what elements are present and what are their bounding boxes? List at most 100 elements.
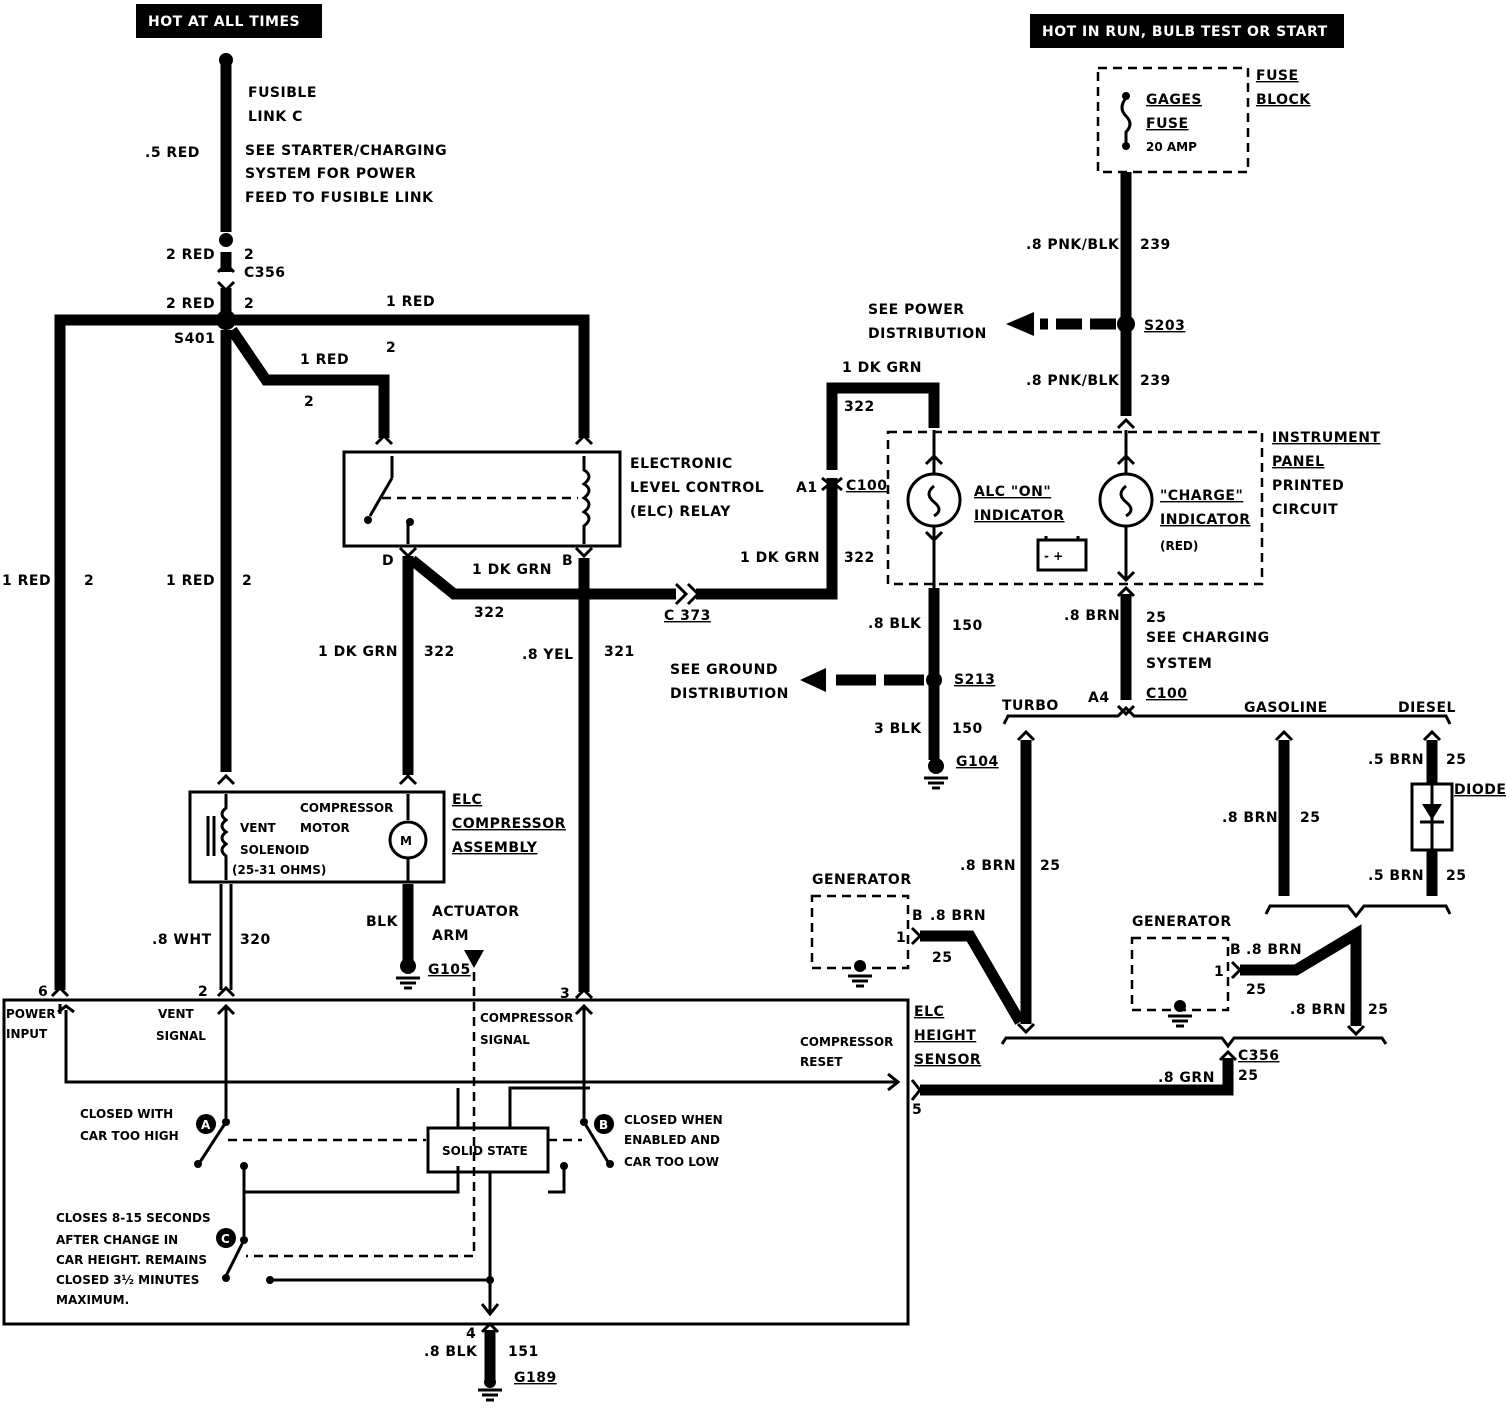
gages-label-1: GAGES — [1146, 92, 1202, 108]
hot-in-run-text: HOT IN RUN, BULB TEST OR START — [1042, 24, 1328, 40]
height-sensor-label-1: ELC — [914, 1004, 944, 1020]
switch-b-arm — [582, 1121, 610, 1163]
gages-label-2: FUSE — [1146, 116, 1189, 132]
g105-label: G105 — [428, 962, 471, 978]
compressor-assembly-label-1: ELC — [452, 792, 482, 808]
vent-label: VENT — [240, 821, 277, 835]
generator-2-ground-dot — [1174, 1000, 1186, 1012]
generator-1-box — [810, 894, 910, 970]
c100-label-a4: C100 — [1146, 686, 1188, 702]
wire-1-dk-grn-c373: 1 DK GRN — [740, 550, 820, 566]
closed-low-3: CAR TOO LOW — [624, 1155, 719, 1169]
see-charging-2: SYSTEM — [1146, 656, 1212, 672]
charge-label-1: "CHARGE" — [1160, 488, 1243, 504]
solenoid-label: SOLENOID — [240, 843, 309, 857]
switch-a-arm — [198, 1121, 228, 1163]
g189-label: G189 — [514, 1370, 557, 1386]
wire-2-red-b: 2 RED — [166, 296, 215, 312]
solid-state-reset-lead — [508, 1086, 590, 1128]
alc-bulb — [906, 472, 962, 528]
alc-out-arrow — [924, 530, 944, 543]
generator-2-connector — [1230, 960, 1243, 980]
s401-label: S401 — [174, 331, 215, 347]
generator-1-circuit: 25 — [932, 950, 952, 966]
relay-label-3: (ELC) RELAY — [630, 504, 731, 520]
wire-1-red-top: 1 RED — [386, 294, 435, 310]
power-input-wire — [54, 314, 226, 990]
fusible-label: FUSIBLE — [248, 85, 317, 101]
generator-1-wire-label: .8 BRN — [930, 908, 986, 924]
closes-5: MAXIMUM. — [56, 1293, 129, 1307]
generator-1-b: B — [912, 908, 923, 924]
wire-2-red-a: 2 RED — [166, 247, 215, 263]
c356-label: C356 — [244, 265, 286, 281]
wire-1-dk-grn-top: 1 DK GRN — [842, 360, 922, 376]
turbo-bottom-arrow — [1016, 1022, 1036, 1035]
pin4-label: 4 — [466, 1326, 476, 1342]
see-charging-1: SEE CHARGING — [1146, 630, 1270, 646]
circuit-25-d2: 25 — [1446, 868, 1466, 884]
motor-m-label: M — [400, 834, 412, 848]
circuit-25-turbo: 25 — [1040, 858, 1060, 874]
solid-state-box — [426, 1126, 550, 1174]
see-starter-line2: SYSTEM FOR POWER — [245, 166, 416, 182]
actuator-label-1: ACTUATOR — [432, 904, 520, 920]
red-label: (RED) — [1160, 539, 1198, 553]
generator-1-pin1: 1 — [896, 930, 906, 946]
power-input-trace — [64, 1010, 896, 1084]
c100-a1-connector-a — [821, 476, 843, 488]
power-label-1: POWER — [6, 1007, 56, 1021]
closed-high-2: CAR TOO HIGH — [80, 1129, 179, 1143]
relay-label-1: ELECTRONIC — [630, 456, 733, 472]
s203-splice-dot — [1117, 315, 1135, 333]
relay-d-feed-wire — [227, 326, 390, 438]
g104-label: G104 — [956, 754, 999, 770]
gages-fuse-symbol — [1120, 97, 1132, 144]
marker-a-text: A — [201, 1118, 211, 1132]
circuit-25-c356: 25 — [1238, 1068, 1258, 1084]
diesel-top-arrow — [1422, 729, 1442, 742]
fuse-top-dot — [1122, 92, 1130, 100]
closes-2: AFTER CHANGE IN — [56, 1233, 178, 1247]
compressor-assembly-box — [188, 790, 446, 884]
fuse-bottom-dot — [1122, 142, 1130, 150]
power-distribution-arrow — [1006, 312, 1034, 336]
wire-8-pnk-blk-b: .8 PNK/BLK — [1026, 373, 1120, 389]
panel-label-2: PANEL — [1272, 454, 1325, 470]
circuit-321: 321 — [604, 644, 635, 660]
generator-2-circuit: 25 — [1246, 982, 1266, 998]
vent-solenoid-coil — [220, 794, 229, 880]
height-sensor-label-3: SENSOR — [914, 1052, 981, 1068]
charge-out-arrow — [1116, 570, 1136, 583]
closed-high-1: CLOSED WITH — [80, 1107, 173, 1121]
c100-label-top: C100 — [846, 478, 888, 494]
wire-8-yel: .8 YEL — [522, 647, 574, 663]
c100-a1-connector-b — [821, 480, 843, 492]
relay-d-in-connector — [374, 433, 394, 446]
vent-signal-label-2: SIGNAL — [156, 1029, 206, 1043]
wire-1-red-inner: 1 RED — [166, 573, 215, 589]
closed-low-2: ENABLED AND — [624, 1133, 720, 1147]
compressor-assembly-label-2: COMPRESSOR — [452, 816, 566, 832]
generator-2-wire — [1240, 924, 1362, 1026]
a4-label: A4 — [1088, 690, 1110, 706]
c356-green-connector — [1218, 1049, 1238, 1062]
relay-label-2: LEVEL CONTROL — [630, 480, 764, 496]
circuit-2-a: 2 — [244, 247, 254, 263]
actuator-arm-arrow — [464, 950, 484, 968]
pin2-connector — [216, 985, 236, 998]
relay-b-in-connector — [574, 433, 594, 446]
diesel-label: DIESEL — [1398, 700, 1456, 716]
blk-label: BLK — [366, 914, 399, 930]
see-starter-line1: SEE STARTER/CHARGING — [245, 143, 447, 159]
relay-pin-d: D — [382, 553, 394, 569]
generator-1-wire — [920, 930, 1025, 1025]
panel-label-1: INSTRUMENT — [1272, 430, 1380, 446]
pin4-connector — [480, 1321, 500, 1334]
wire-8-blk-g189: .8 BLK — [424, 1344, 478, 1360]
wire-8-grn: .8 GRN — [1158, 1070, 1215, 1086]
circuit-150: 150 — [952, 618, 983, 634]
pin2-label: 2 — [198, 984, 208, 1000]
circuit-322-c373: 322 — [844, 550, 875, 566]
